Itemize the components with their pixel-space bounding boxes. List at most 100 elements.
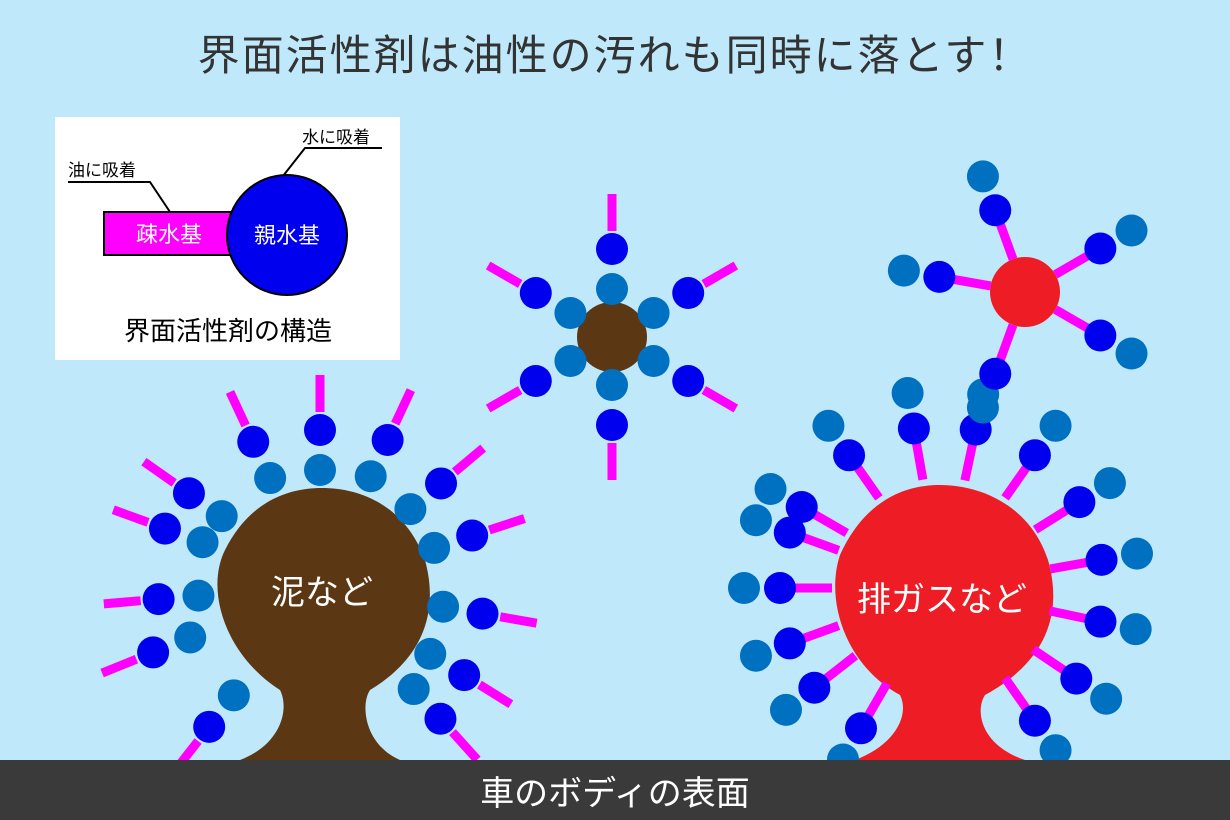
hydrophobic-tail — [103, 596, 142, 609]
hydrophobic-tail — [801, 621, 841, 643]
exhaust-dirt: 排ガスなど — [835, 485, 1054, 760]
hydrophilic-head — [672, 365, 705, 397]
page-title: 界面活性剤は油性の汚れも同時に落とす！ — [197, 31, 1033, 80]
hydrophobic-tail — [811, 510, 849, 537]
water-molecule — [1115, 337, 1148, 370]
water-molecule — [554, 345, 587, 377]
hydrophobic-tail — [1049, 557, 1089, 574]
water-molecule — [182, 579, 215, 612]
water-molecule — [966, 160, 999, 193]
water-molecule — [637, 297, 670, 329]
hydrophilic-head — [304, 414, 336, 446]
water-molecule — [887, 254, 920, 287]
hydrophilic-head — [785, 491, 818, 523]
hydrophilic-head — [142, 583, 175, 616]
surface-label: 車のボディの表面 — [480, 773, 750, 814]
hydrophilic-head — [456, 519, 489, 552]
water-molecule — [637, 345, 670, 377]
hydrophilic-head — [1084, 319, 1117, 352]
hydrophilic-head — [466, 597, 499, 630]
water-molecule — [1093, 467, 1126, 500]
hydrophilic-head — [773, 627, 806, 660]
water-molecule — [1120, 537, 1153, 570]
hydrophobic-tail — [451, 444, 487, 476]
hydrophilic-head — [1018, 704, 1051, 737]
hydrophobic-tail — [995, 323, 1018, 363]
hydrophobic-tail — [1001, 464, 1031, 501]
water-molecule — [217, 679, 250, 712]
hydrophobic-tail — [487, 514, 526, 535]
hydrophilic-head — [979, 194, 1012, 227]
hydrophobic-tail — [701, 386, 739, 413]
hydrophobic-tail — [111, 505, 150, 527]
exhaust-micelle-core — [990, 257, 1060, 327]
hydrophilic-head — [1085, 543, 1118, 576]
water-molecule — [728, 572, 760, 604]
hydrophobic-tail — [477, 680, 514, 709]
hydrophilic-head — [979, 357, 1012, 390]
hydrophobic-tail — [911, 441, 928, 481]
hydrophobic-tail — [100, 654, 139, 678]
hydrophobic-tail — [864, 681, 891, 719]
hydrophobic-label: 疎水基 — [136, 223, 202, 248]
hydrophobic-tail — [1048, 606, 1088, 624]
hydrophilic-head — [425, 467, 458, 500]
hydrophobic-tail — [499, 612, 538, 628]
water-molecule — [397, 673, 430, 706]
water-molecule — [739, 639, 772, 672]
car-body-surface: 車のボディの表面 — [0, 760, 1230, 820]
water-molecule — [205, 500, 238, 533]
hydrophilic-head — [371, 423, 404, 456]
hydrophobic-tail — [1032, 505, 1070, 534]
legend-box: 油に吸着 水に吸着 疎水基 親水基 界面活性剤の構造 — [55, 117, 400, 360]
water-molecule — [966, 391, 999, 424]
water-molecule — [174, 621, 207, 654]
hydrophilic-head — [764, 572, 796, 604]
water-molecule — [812, 409, 845, 442]
hydrophilic-head — [519, 277, 552, 309]
hydrophilic-head — [596, 233, 628, 265]
water-molecule — [186, 526, 219, 559]
hydrophilic-head — [448, 659, 481, 692]
mud-dirt: 泥など — [217, 488, 430, 760]
water-molecule — [891, 377, 924, 410]
mud-micelle-core — [577, 302, 647, 372]
hydrophobic-tail — [1030, 645, 1068, 675]
hydrophobic-tail — [1001, 675, 1031, 712]
legend-caption: 界面活性剤の構造 — [124, 317, 332, 347]
oil-label: 油に吸着 — [68, 161, 136, 181]
water-label: 水に吸着 — [302, 128, 370, 148]
hydrophilic-head — [596, 409, 628, 441]
water-molecule — [1039, 409, 1072, 442]
hydrophilic-head — [148, 512, 181, 545]
hydrophilic-head — [519, 365, 552, 397]
exhaust-label: 排ガスなど — [857, 580, 1027, 620]
hydrophobic-tail — [822, 652, 859, 683]
hydrophilic-head — [137, 636, 170, 669]
hydrophobic-tail — [485, 386, 523, 413]
surfactant-molecules — [100, 160, 1153, 776]
water-molecule — [1115, 214, 1148, 247]
hydrophilic-head — [798, 671, 831, 704]
hydrophilic-head — [193, 710, 226, 743]
hydrophobic-tail — [952, 274, 992, 291]
water-molecule — [1039, 734, 1072, 767]
hydrophobic-tail — [391, 388, 415, 426]
water-molecule — [354, 460, 387, 493]
hydrophilic-head — [1060, 662, 1093, 695]
hydrophilic-head — [923, 260, 956, 293]
water-molecule — [596, 369, 628, 401]
hydrophilic-head — [1063, 486, 1096, 519]
hydrophilic-head — [172, 477, 205, 510]
hydrophobic-tail — [960, 442, 978, 482]
hydrophilic-head — [424, 702, 457, 735]
hydrophilic-head — [773, 516, 806, 549]
hydrophobic-tail — [853, 464, 883, 501]
hydrophobic-tail — [995, 221, 1018, 261]
water-molecule — [596, 273, 628, 305]
mud-label: 泥など — [271, 573, 373, 613]
hydrophilic-head — [833, 439, 866, 472]
water-molecule — [769, 693, 802, 726]
hydrophobic-tail — [701, 261, 739, 288]
